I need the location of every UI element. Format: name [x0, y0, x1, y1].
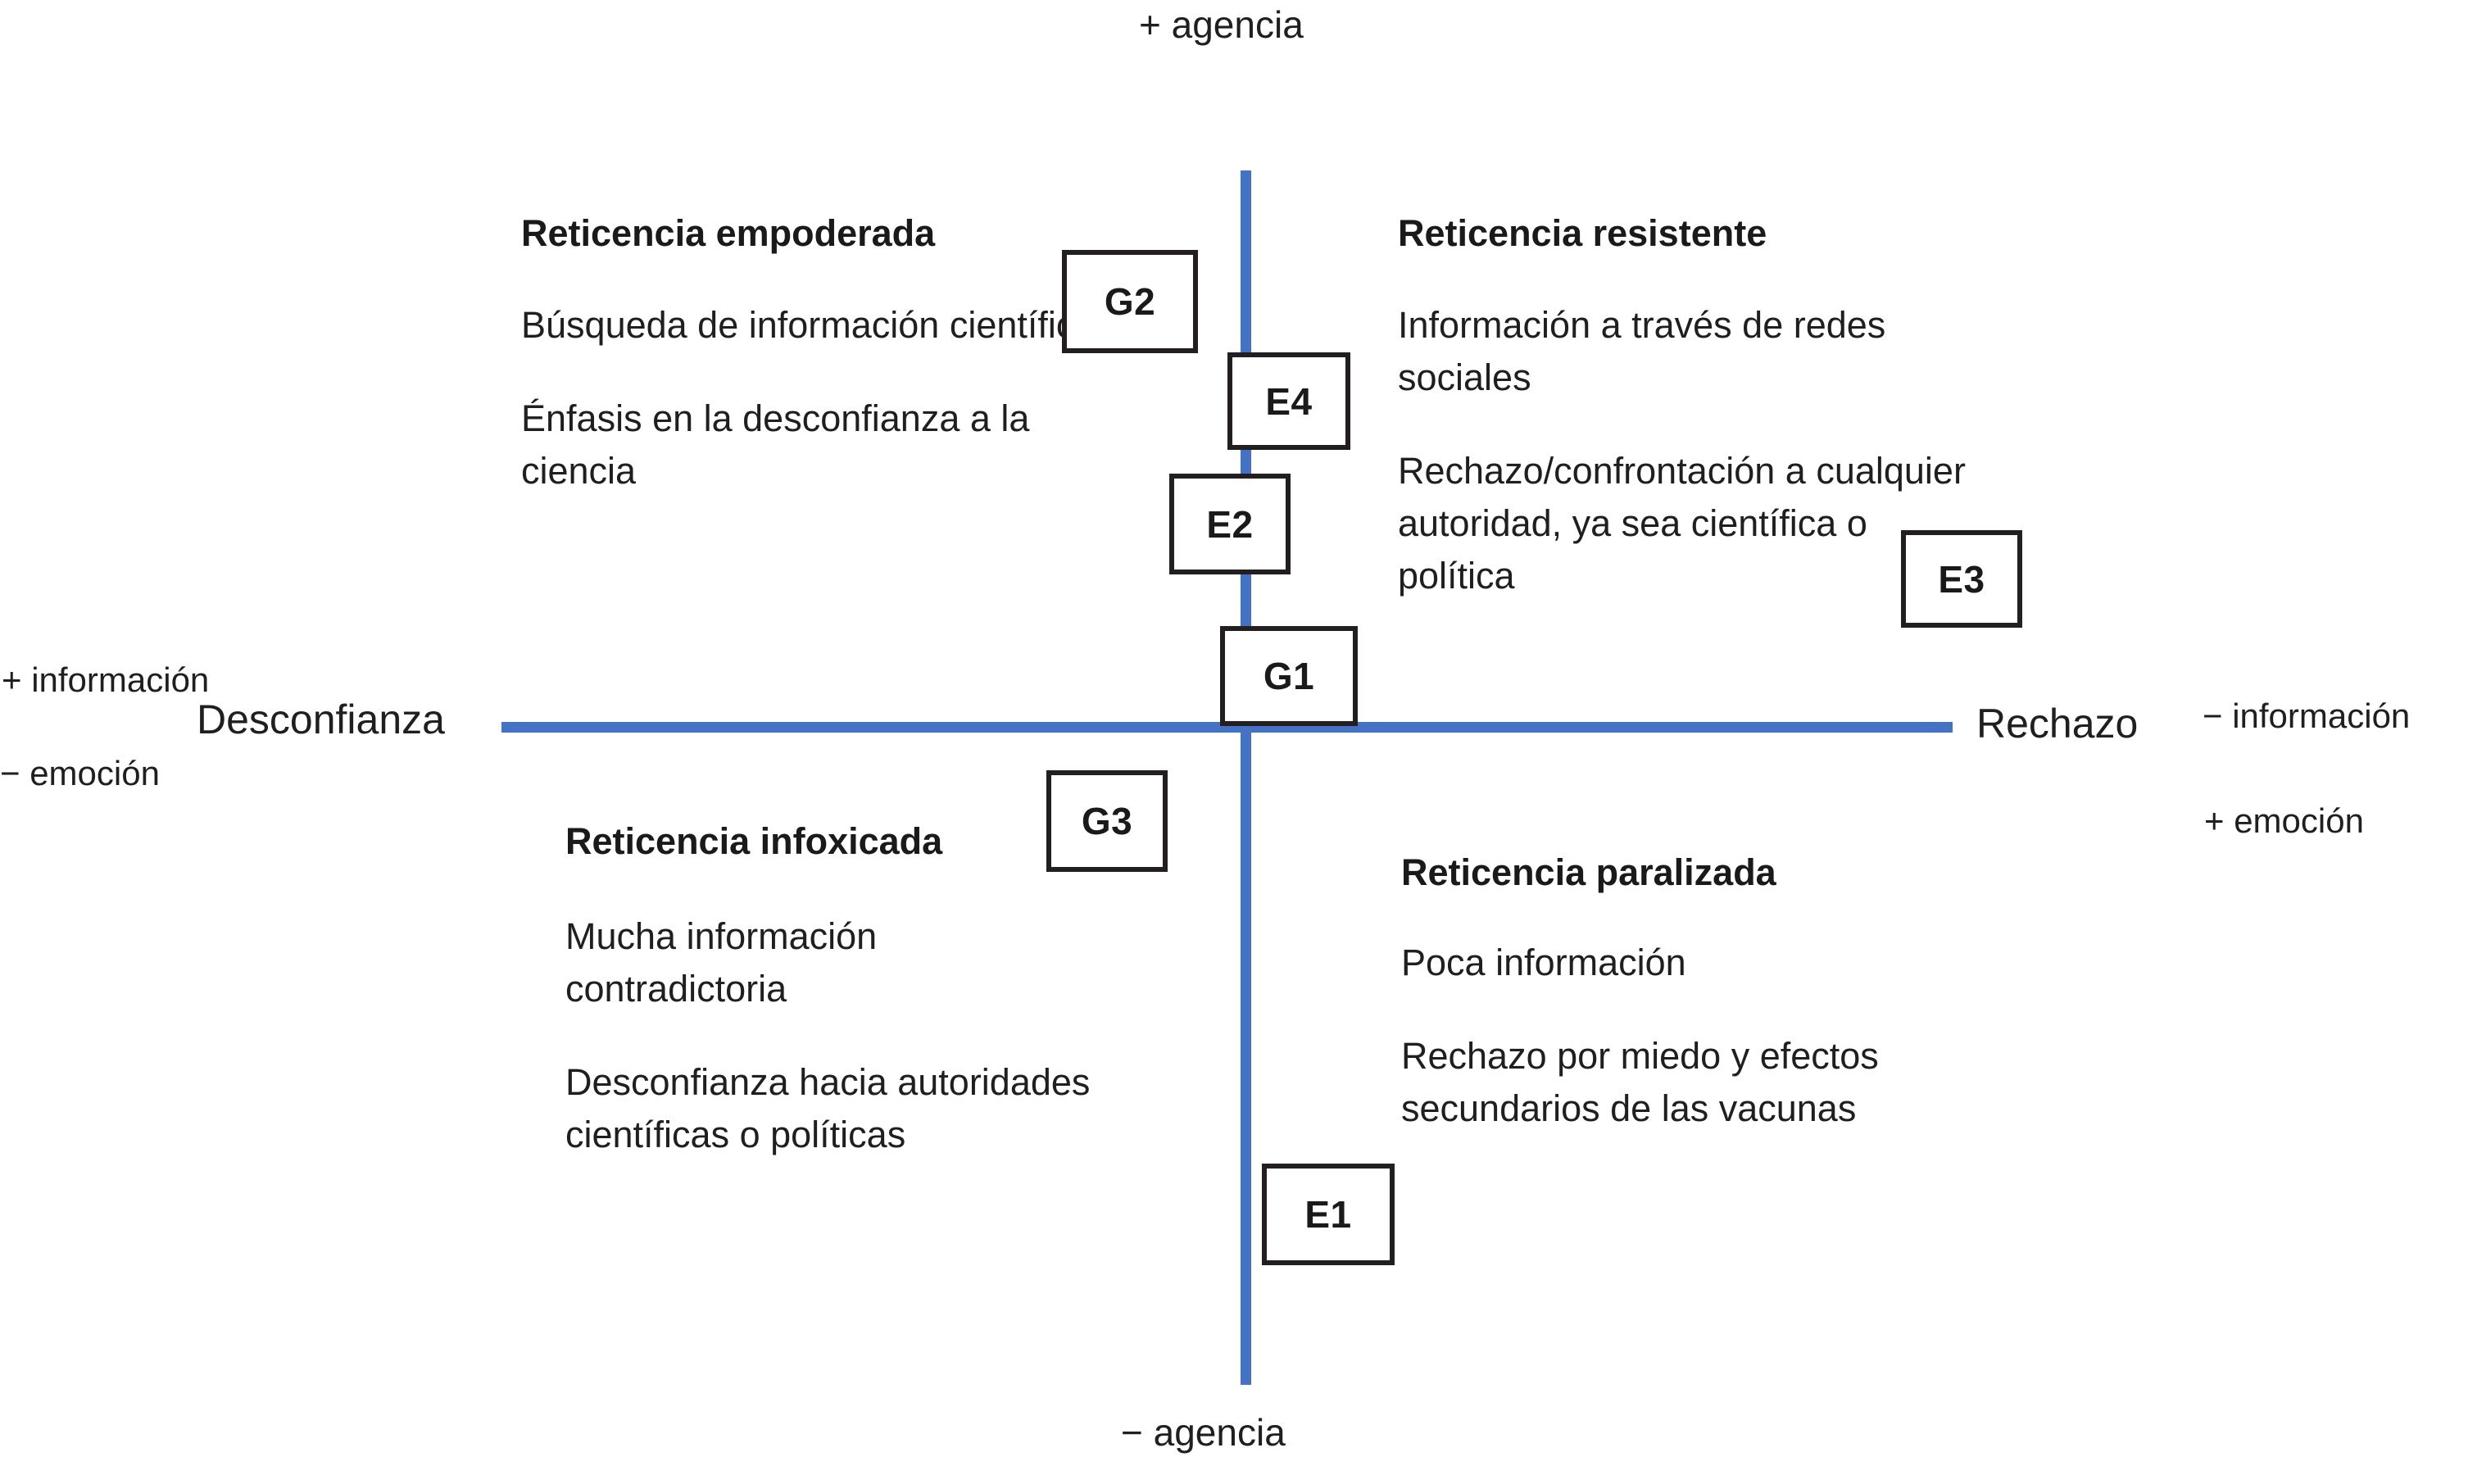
node-box-g1[interactable]: G1 [1220, 626, 1358, 726]
axis-label-top-agency: + agencia [1139, 3, 1304, 46]
quadrant-title-resistente: Reticencia resistente [1398, 212, 1767, 254]
quadrant-title-infoxicada: Reticencia infoxicada [565, 820, 943, 862]
axis-label-bottom-agency: − agencia [1121, 1411, 1286, 1454]
axis-sub-right-informacion: − información [2203, 697, 2411, 735]
quadrant-item: Poca información [1401, 942, 1686, 984]
axis-sub-left-emocion: − emoción [0, 754, 160, 792]
quadrant-item: Búsqueda de información científica [521, 304, 1096, 347]
axis-sub-left-informacion: + información [2, 660, 210, 699]
quadrant-item: Énfasis en la desconfianza a la ciencia [521, 397, 1030, 492]
quadrant-item: Mucha información contradictoria [565, 915, 878, 1010]
quadrant-bottom-left: Reticencia infoxicada Mucha información … [565, 819, 1106, 1161]
node-box-e2[interactable]: E2 [1169, 474, 1291, 574]
quadrant-item: Rechazo/confrontación a cualquier autori… [1398, 449, 1966, 597]
node-box-e4[interactable]: E4 [1227, 352, 1350, 450]
node-box-e3[interactable]: E3 [1901, 530, 2022, 628]
axis-label-desconfianza: Desconfianza [197, 697, 445, 742]
axis-sub-right-emocion: + emoción [2204, 801, 2364, 840]
node-box-g2[interactable]: G2 [1062, 250, 1198, 353]
quadrant-top-left: Reticencia empoderada Búsqueda de inform… [521, 211, 1127, 497]
quadrant-item: Desconfianza hacia autoridades científic… [565, 1060, 1091, 1155]
quadrant-title-empoderada: Reticencia empoderada [521, 212, 936, 254]
node-box-e1[interactable]: E1 [1262, 1164, 1395, 1265]
quadrant-bottom-right: Reticencia paralizada Poca información R… [1401, 851, 1975, 1135]
quadrant-item: Información a través de redes sociales [1398, 304, 1886, 398]
node-box-g3[interactable]: G3 [1046, 770, 1168, 872]
quadrant-top-right: Reticencia resistente Información a trav… [1398, 211, 1988, 602]
axis-label-rechazo: Rechazo [1976, 701, 2139, 747]
quadrant-title-paralizada: Reticencia paralizada [1401, 851, 1776, 893]
quadrant-item: Rechazo por miedo y efectos secundarios … [1401, 1034, 1879, 1129]
horizontal-axis-line [501, 722, 1953, 733]
